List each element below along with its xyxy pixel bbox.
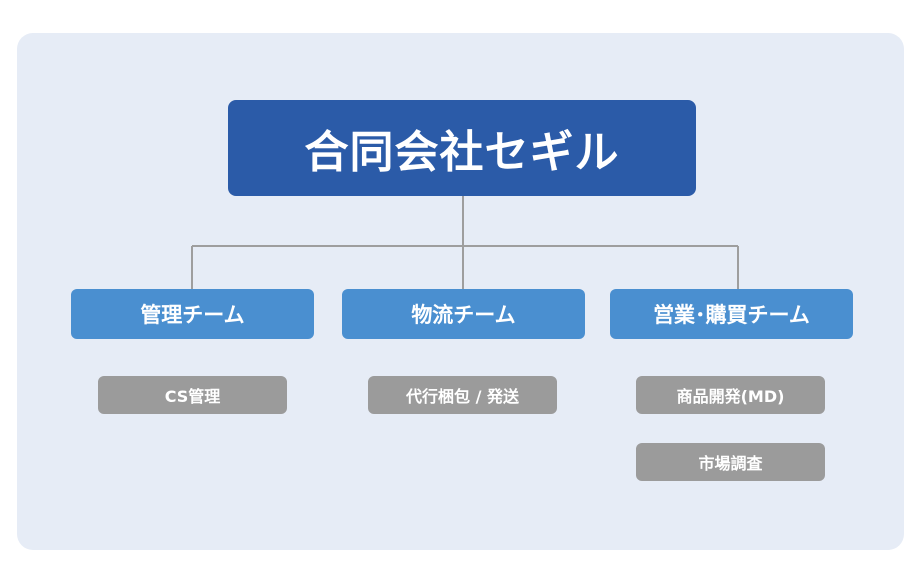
sub-box-packing-shipping: 代行梱包 / 発送 <box>368 376 557 414</box>
sub-box-product-development: 商品開発(MD) <box>636 376 825 414</box>
team-box-admin: 管理チーム <box>71 289 314 339</box>
sub-box-cs-management: CS管理 <box>98 376 287 414</box>
team-box-sales-purchasing: 営業･購買チーム <box>610 289 853 339</box>
sub-box-market-research: 市場調査 <box>636 443 825 481</box>
team-box-logistics: 物流チーム <box>342 289 585 339</box>
company-box: 合同会社セギル <box>228 100 696 196</box>
